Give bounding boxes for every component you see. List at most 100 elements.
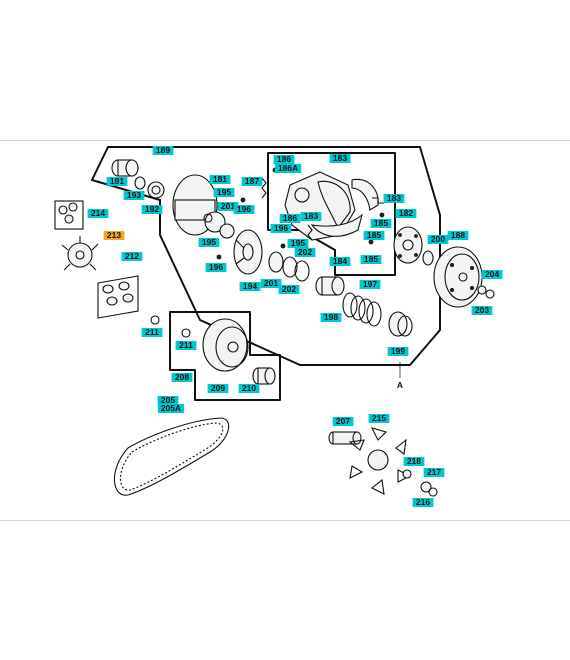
part-label-191[interactable]: 191 [106,176,128,186]
part-label-194[interactable]: 194 [239,281,261,291]
part-label-211[interactable]: 211 [175,340,197,350]
label-highlight [106,177,128,186]
part-label-183[interactable]: 183 [329,153,351,163]
part-label-201[interactable]: 201 [217,201,239,211]
part-label-186[interactable]: 186 [279,213,301,223]
part-label-205[interactable]: 205 [157,395,179,405]
part-label-182[interactable]: 182 [395,208,417,218]
part-number: 195 [291,238,305,248]
spring-197-icon [342,292,382,327]
part-label-209[interactable]: 209 [207,383,229,393]
part-label-208[interactable]: 208 [171,372,193,382]
washer-icon [58,205,68,215]
part-number: 198 [324,312,338,322]
part-label-195[interactable]: 195 [213,187,235,197]
part-label-185[interactable]: 185 [360,254,382,264]
bottom-border [0,520,570,521]
clutch-bell-icon [433,246,483,308]
part-label-202[interactable]: 202 [278,284,300,294]
part-label-187[interactable]: 187 [241,176,263,186]
part-label-217[interactable]: 217 [423,467,445,477]
part-label-185[interactable]: 185 [363,230,385,240]
part-number: 211 [145,327,159,337]
part-label-185[interactable]: 185 [370,218,392,228]
collar-198-icon [315,276,345,296]
part-label-186[interactable]: 186 [273,154,295,164]
part-label-199[interactable]: 199 [387,346,409,356]
part-number: 204 [485,269,499,279]
spring-icon [261,177,384,241]
label-highlight [141,205,163,214]
part-number: 214 [91,208,105,218]
label-highlight [287,239,309,248]
washer-icon [485,289,495,299]
part-number: 191 [110,176,124,186]
part-label-214[interactable]: 214 [87,208,109,218]
part-label-216[interactable]: 216 [412,497,434,507]
part-label-192[interactable]: 192 [141,204,163,214]
part-number: 186 [277,154,291,164]
label-highlight [427,235,449,244]
part-label-186a[interactable]: 186A [274,163,302,173]
part-label-218[interactable]: 218 [403,456,425,466]
part-number: 202 [282,284,296,294]
label-highlight [447,231,469,240]
label-highlight [370,219,392,228]
part-number: 185 [374,218,388,228]
collar-210-icon [252,367,276,385]
part-label-211[interactable]: 211 [141,327,163,337]
nut-icon [477,285,487,295]
part-label-183[interactable]: 183 [383,193,405,203]
part-number: 185 [364,254,378,264]
roller-icon [122,293,134,303]
part-number: 195 [202,237,216,247]
drive-pulley-icon [202,318,249,372]
part-label-207[interactable]: 207 [332,416,354,426]
part-label-188[interactable]: 188 [447,230,469,240]
part-label-203[interactable]: 203 [471,305,493,315]
shaft-207-icon [328,431,362,445]
label-highlight [121,252,143,261]
part-label-215[interactable]: 215 [368,413,390,423]
part-number: 202 [298,247,312,257]
part-label-205a[interactable]: 205A [157,403,185,413]
label-highlight [274,164,302,173]
part-label-204[interactable]: 204 [481,269,503,279]
part-label-197[interactable]: 197 [359,279,381,289]
label-highlight [123,191,145,200]
part-number: 208 [175,372,189,382]
part-label-196[interactable]: 196 [233,204,255,214]
label-highlight [320,313,342,322]
part-number: 199 [391,346,405,356]
part-label-184[interactable]: 184 [329,256,351,266]
part-label-189[interactable]: 189 [152,145,174,155]
seal-201-icon [219,223,235,239]
part-label-212[interactable]: 212 [121,251,143,261]
part-label-196[interactable]: 196 [205,262,227,272]
part-label-195[interactable]: 195 [198,237,220,247]
label-highlight [171,373,193,382]
label-highlight [87,209,109,218]
part-label-183[interactable]: 183 [300,211,322,221]
label-highlight [205,263,227,272]
label-highlight [217,202,239,211]
part-label-195[interactable]: 195 [287,238,309,248]
bearing-icon [147,181,165,199]
part-label-193[interactable]: 193 [123,190,145,200]
label-highlight [241,177,263,186]
part-label-198[interactable]: 198 [320,312,342,322]
ring-199-icon [388,311,413,337]
part-label-200[interactable]: 200 [427,234,449,244]
part-label-196[interactable]: 196 [270,223,292,233]
washer-box [54,200,84,230]
label-highlight [260,279,282,288]
part-label-181[interactable]: 181 [209,174,231,184]
pin-icon [216,254,222,260]
part-label-210[interactable]: 210 [238,383,260,393]
part-label-202[interactable]: 202 [294,247,316,257]
roller-icon [106,296,118,306]
label-highlight [329,257,351,266]
part-label-201[interactable]: 201 [260,278,282,288]
part-label-213[interactable]: 213 [103,230,125,240]
